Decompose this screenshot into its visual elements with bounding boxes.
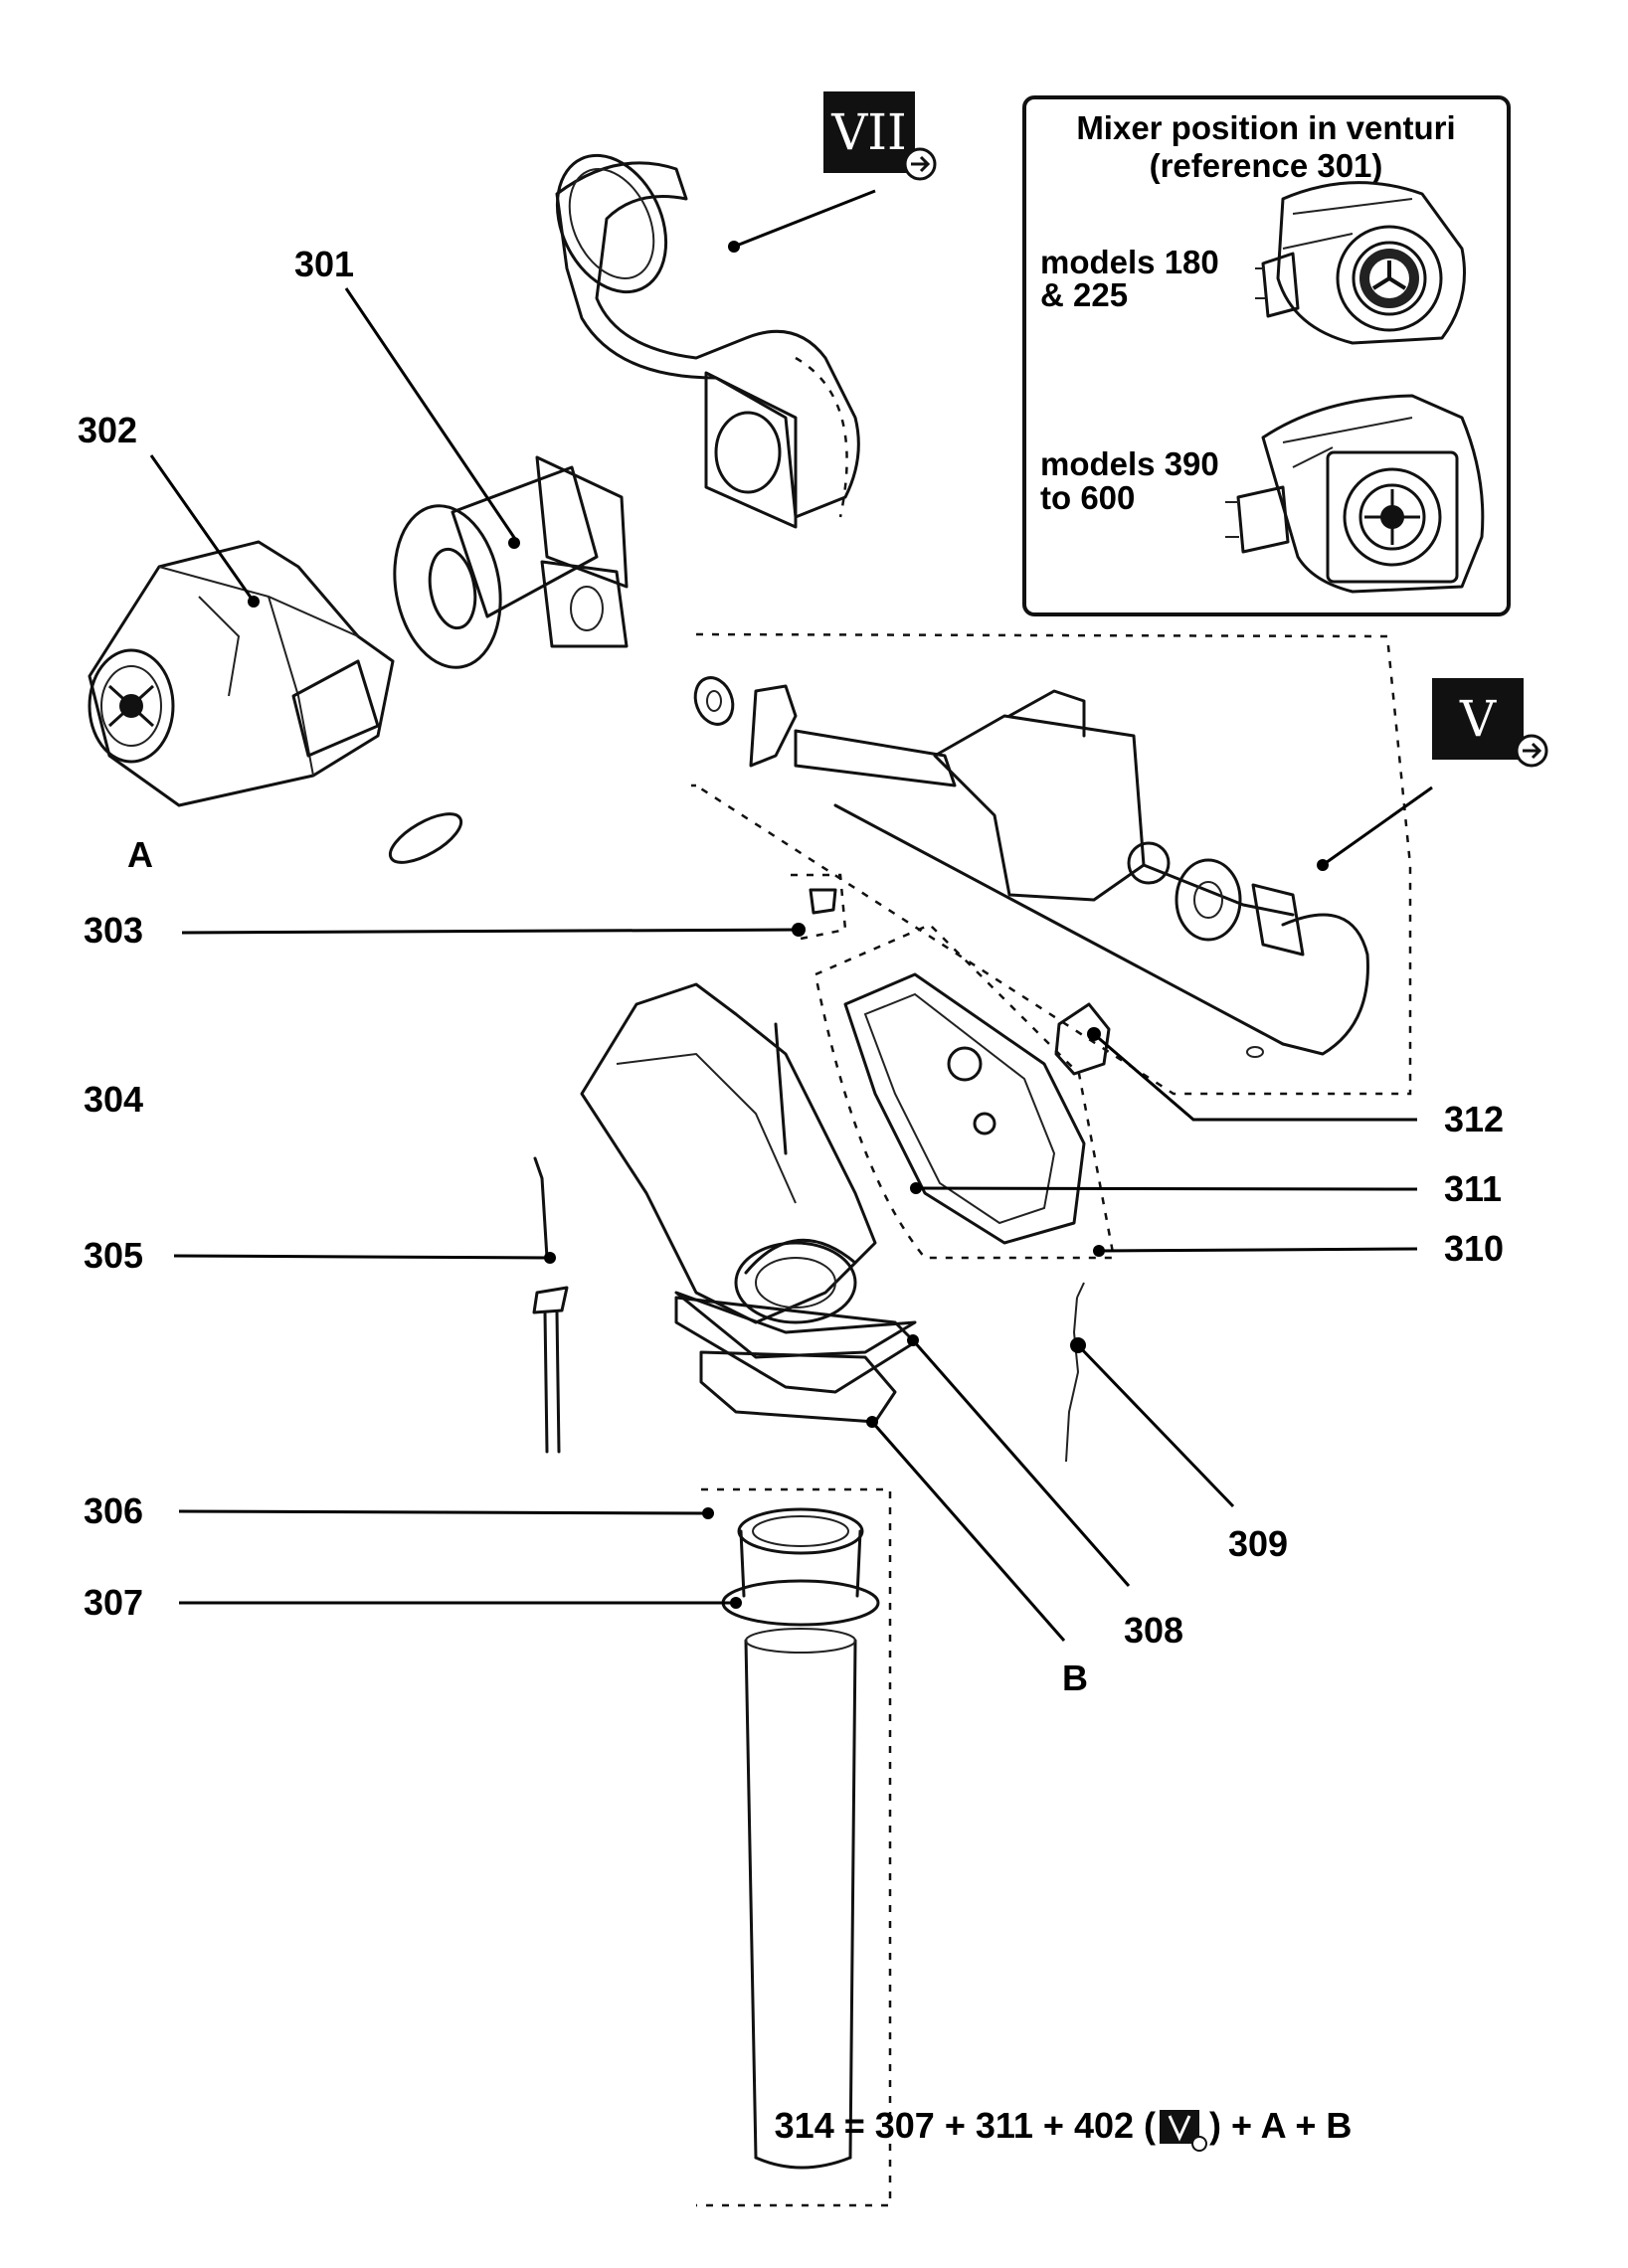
leader-311 <box>915 1186 1418 1191</box>
leader-b <box>870 1421 1066 1642</box>
leader-v <box>1322 785 1433 867</box>
label-303: 303 <box>84 910 143 951</box>
leader-303 <box>181 928 800 935</box>
inset-model-a-line1: models 180 <box>1040 244 1219 280</box>
inset-model-b-line1: models 390 <box>1040 445 1219 482</box>
label-307: 307 <box>84 1582 143 1623</box>
electrode-305-drawing <box>532 1156 569 1454</box>
leader-305 <box>173 1254 551 1260</box>
leader-309 <box>1076 1343 1235 1508</box>
label-310: 310 <box>1444 1228 1504 1269</box>
inset-title-line2: (reference 301) <box>1150 147 1383 184</box>
leader-vii <box>733 189 876 249</box>
ref-vii-label: VII <box>830 103 907 161</box>
inset-model-b-line2: to 600 <box>1040 479 1135 516</box>
ref-v-label: V <box>1459 690 1497 748</box>
formula-left: 314 = 307 + 311 + 402 ( <box>775 2105 1156 2146</box>
ref-box-vii: VII <box>823 91 937 181</box>
assembly-formula: 314 = 307 + 311 + 402 ( ) + A + B <box>775 2105 1352 2152</box>
electrode-309-drawing <box>1065 1282 1086 1463</box>
part-labels: 301 302 A 303 304 305 306 307 308 309 31… <box>78 244 1504 1698</box>
cover-plate-311-drawing <box>814 923 1116 1260</box>
inset-model-a-line2: & 225 <box>1040 276 1128 313</box>
label-302: 302 <box>78 410 137 450</box>
leader-306 <box>178 1509 709 1515</box>
flame-tube-drawing <box>696 1487 892 2207</box>
inset-fan-small-drawing <box>1255 181 1466 345</box>
elbow-duct-drawing <box>555 153 860 529</box>
inset-title-line1: Mixer position in venturi <box>1076 109 1455 146</box>
label-a: A <box>127 834 153 875</box>
label-308: 308 <box>1124 1610 1183 1651</box>
fan-302-drawing <box>88 540 395 807</box>
leader-301 <box>344 287 519 543</box>
gasket-b-drawing <box>699 1350 897 1428</box>
venturi-301-drawing <box>393 455 629 669</box>
formula-right: ) + A + B <box>1209 2105 1352 2146</box>
leader-308 <box>911 1339 1131 1587</box>
label-304: 304 <box>84 1079 143 1120</box>
nozzle-303-drawing <box>791 873 847 942</box>
leader-310 <box>1098 1247 1418 1253</box>
leader-lines <box>149 189 1433 1642</box>
leader-302 <box>149 454 256 603</box>
ref-box-v: V <box>1432 678 1548 768</box>
leader-312 <box>1093 1032 1417 1122</box>
label-305: 305 <box>84 1235 143 1276</box>
mixer-position-inset: Mixer position in venturi (reference 301… <box>1022 95 1511 616</box>
label-301: 301 <box>294 244 354 284</box>
label-311: 311 <box>1444 1168 1502 1209</box>
label-312: 312 <box>1444 1099 1504 1139</box>
label-306: 306 <box>84 1490 143 1531</box>
gas-valve-assembly-drawing <box>691 632 1412 1096</box>
label-309: 309 <box>1228 1523 1288 1564</box>
burner-body-304-drawing <box>580 982 917 1359</box>
label-b: B <box>1062 1657 1088 1698</box>
inset-fan-large-drawing <box>1225 394 1485 594</box>
o-ring-drawing <box>388 812 463 864</box>
